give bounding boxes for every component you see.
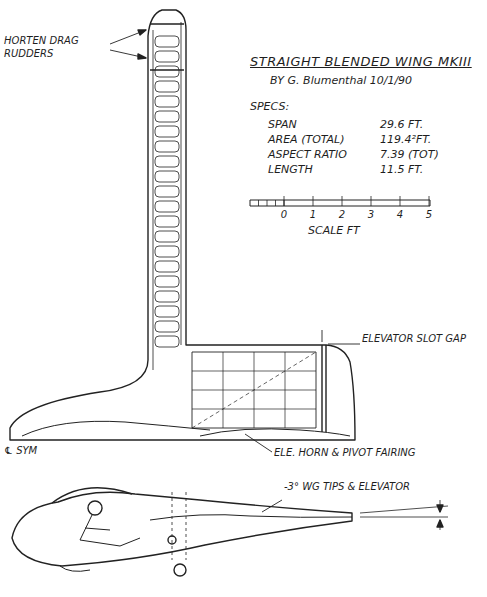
- elevator-slot: [322, 345, 326, 432]
- wheel: [174, 564, 186, 576]
- arrowhead: [437, 505, 443, 527]
- wing-rib: [155, 126, 179, 137]
- panel-grid: [192, 352, 316, 428]
- wing-rib: [155, 216, 179, 227]
- centerline-label: ℄ SYM: [4, 444, 37, 457]
- wing-rib: [155, 261, 179, 272]
- fuselage-side: [12, 492, 352, 566]
- specs-heading: SPECS:: [250, 100, 289, 114]
- spec-value: 7.39 (TOT): [380, 148, 439, 162]
- arrowhead: [138, 30, 146, 59]
- drawing-title: STRAIGHT BLENDED WING MKIII: [250, 54, 472, 71]
- callout-label: HORTEN DRAG RUDDERS: [4, 34, 114, 60]
- drag-rudder: [150, 24, 184, 70]
- spec-name: LENGTH: [268, 163, 313, 177]
- pilot-head: [88, 501, 102, 515]
- leader-line: [245, 434, 272, 452]
- scale-number: 2: [339, 208, 345, 221]
- callout-label: -3° WG TIPS & ELEVATOR: [284, 480, 444, 493]
- wing-rib: [155, 186, 179, 197]
- canopy: [52, 488, 132, 503]
- wing-rib: [155, 171, 179, 182]
- leader-line: [262, 500, 282, 512]
- author-date: BY G. Blumenthal 10/1/90: [270, 74, 412, 88]
- scale-number: 5: [426, 208, 432, 221]
- diagonal-dashed: [192, 352, 316, 428]
- wing-rib: [155, 81, 179, 92]
- spec-value: 29.6 FT.: [380, 118, 423, 132]
- wing-rib: [155, 321, 179, 332]
- spec-name: AREA (TOTAL): [268, 133, 344, 147]
- pivot-line: [172, 492, 186, 560]
- wing-rib: [155, 336, 179, 347]
- wing-rib: [155, 276, 179, 287]
- incidence-dim: [360, 500, 448, 530]
- wing-rib: [155, 156, 179, 167]
- pivot: [168, 536, 176, 544]
- wing-rib: [155, 306, 179, 317]
- wing-rib: [155, 66, 179, 77]
- scale-caption: SCALE FT: [308, 224, 360, 238]
- spec-value: 11.5 FT.: [380, 163, 423, 177]
- center-panel: [192, 352, 316, 428]
- spec-value: 119.4²FT.: [380, 133, 431, 147]
- wing-rib: [155, 231, 179, 242]
- leader-line: [322, 330, 360, 344]
- scale-tick: [259, 196, 430, 206]
- wing-root-side: [150, 515, 352, 520]
- pilot-body: [80, 515, 140, 546]
- scale-number: 3: [368, 208, 374, 221]
- horn-fairing: [200, 429, 350, 436]
- wing-rib: [155, 36, 179, 47]
- wing-rib: [155, 201, 179, 212]
- scale-number: 1: [310, 208, 316, 221]
- wing-rib: [155, 111, 179, 122]
- nose-pod: [22, 421, 210, 436]
- wing-rib: [155, 291, 179, 302]
- wing-rib: [155, 51, 179, 62]
- scale-number: 4: [397, 208, 403, 221]
- skid: [60, 566, 90, 571]
- wing-rib: [155, 141, 179, 152]
- callout-label: ELEVATOR SLOT GAP: [362, 332, 472, 345]
- wing-rib: [155, 96, 179, 107]
- callout-label: ELE. HORN & PIVOT FAIRING: [274, 446, 464, 459]
- wing-rib: [155, 246, 179, 257]
- scale-bar: [250, 200, 430, 206]
- spec-name: SPAN: [268, 118, 297, 132]
- leader-line: [110, 30, 146, 58]
- scale-number: 0: [281, 208, 287, 221]
- spec-name: ASPECT RATIO: [268, 148, 347, 162]
- wing-spar: [153, 22, 181, 370]
